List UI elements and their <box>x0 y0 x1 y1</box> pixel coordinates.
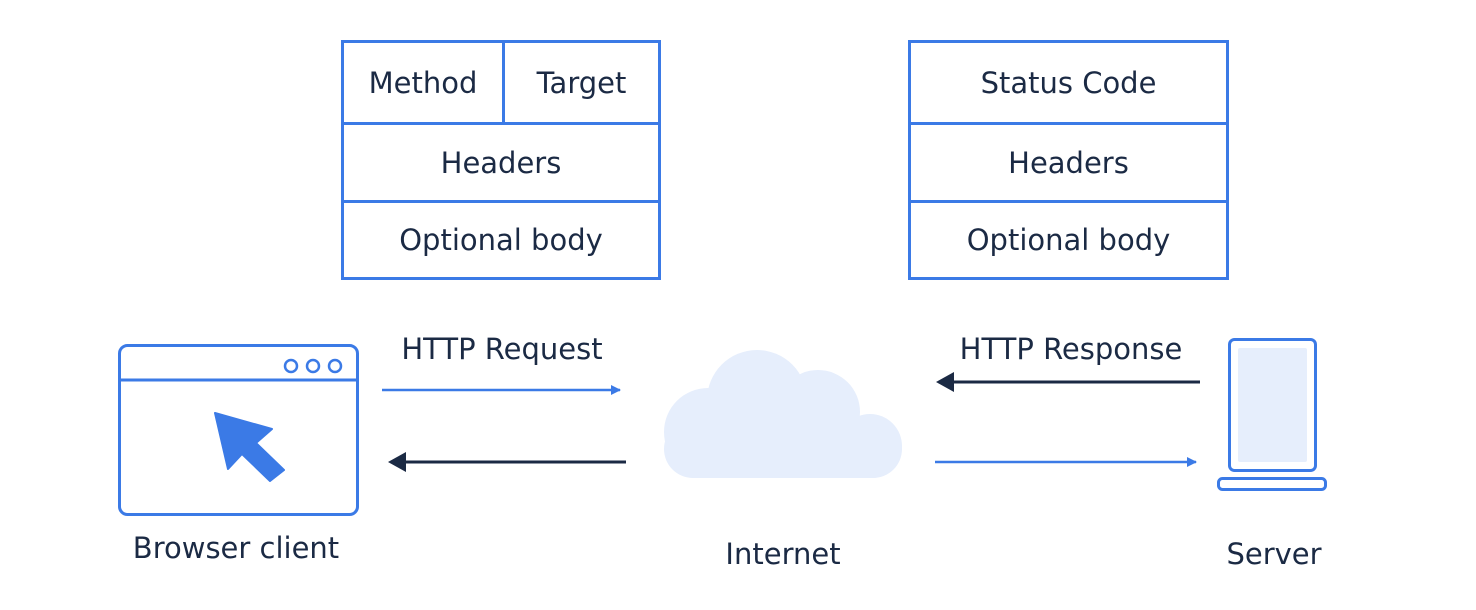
browser-window-icon <box>118 344 359 516</box>
request-method-cell: Method <box>368 65 478 100</box>
request-body-cell: Optional body <box>399 223 603 257</box>
http-response-label: HTTP Response <box>959 332 1183 366</box>
internet-label: Internet <box>725 537 841 571</box>
request-target-cell: Target <box>536 65 627 100</box>
http-request-label: HTTP Request <box>401 332 603 366</box>
cloud-icon <box>664 350 902 478</box>
cursor-arrow-icon <box>214 412 285 482</box>
response-structure-box: Status Code Headers Optional body <box>908 40 1229 280</box>
response-headers-cell: Headers <box>1008 145 1129 180</box>
request-headers-cell: Headers <box>440 145 562 180</box>
request-row-divider-2 <box>344 200 658 203</box>
request-row-divider-1 <box>344 122 658 125</box>
response-status-code-cell: Status Code <box>980 65 1157 100</box>
browser-client-label: Browser client <box>132 531 340 565</box>
request-method-target-divider <box>502 43 505 122</box>
server-label: Server <box>1226 537 1322 571</box>
response-row-divider-1 <box>911 122 1226 125</box>
server-icon <box>1217 338 1327 491</box>
response-body-cell: Optional body <box>966 223 1171 257</box>
response-arrow-to-browser <box>388 452 626 472</box>
response-arrow-to-internet <box>936 372 1200 392</box>
response-row-divider-2 <box>911 200 1226 203</box>
request-structure-box: Method Target Headers Optional body <box>341 40 661 280</box>
